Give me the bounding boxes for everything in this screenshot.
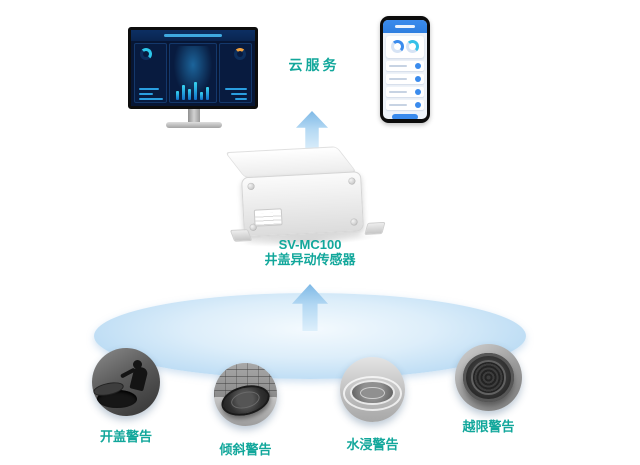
mini-bar <box>231 93 247 95</box>
open-cover-photo <box>92 348 160 416</box>
dashboard-monitor <box>128 27 260 128</box>
device-model-label: SV-MC100 <box>278 237 342 252</box>
cloud-service-label: 云服务 <box>288 57 340 73</box>
dashboard-panel-right <box>219 43 252 103</box>
water-ripple-shape <box>343 375 402 411</box>
screw-icon <box>247 182 255 191</box>
mini-bar <box>205 87 209 100</box>
cover-closeup-photo <box>455 344 522 411</box>
dashboard-title-placeholder <box>164 34 222 37</box>
dashboard-header-bar <box>131 30 255 41</box>
mini-bar <box>225 88 247 90</box>
mini-bar <box>181 85 185 100</box>
dashboard-screen <box>128 27 258 109</box>
manhole-cover-shape <box>463 352 514 403</box>
app-gauge-card <box>386 36 424 58</box>
warning-item-over-limit: 越限警告 <box>455 344 522 435</box>
mini-bar <box>139 88 159 90</box>
mini-bar <box>139 98 163 100</box>
mini-gauge <box>391 40 404 53</box>
app-header-bar <box>383 20 427 33</box>
tilt-cover-photo <box>214 363 277 426</box>
mini-bar <box>193 82 197 100</box>
mini-donut-chart <box>140 48 152 60</box>
screw-icon <box>348 177 356 185</box>
warning-label: 倾斜警告 <box>219 442 272 457</box>
flooded-cover-photo <box>340 357 405 422</box>
warning-item-water: 水浸警告 <box>340 357 405 453</box>
dashboard-panel-center <box>168 43 218 103</box>
app-list-row <box>386 87 424 97</box>
mini-bar <box>175 91 179 100</box>
app-list-row <box>386 74 424 84</box>
device-front-face <box>241 171 365 238</box>
warning-label: 水浸警告 <box>346 437 399 452</box>
app-button <box>392 114 418 119</box>
mini-bar <box>235 98 247 100</box>
device-caption: SV-MC100 井盖异动传感器 <box>225 237 395 267</box>
manhole-cover-shape <box>350 380 395 406</box>
warning-item-tilt: 倾斜警告 <box>214 363 277 458</box>
person-silhouette <box>132 359 142 369</box>
mini-bar <box>187 89 191 100</box>
warning-label: 越限警告 <box>462 419 515 434</box>
monitor-stand-base <box>166 122 222 128</box>
monitor-stand-neck <box>188 109 200 122</box>
mobile-app-screen <box>383 20 427 119</box>
app-list-row <box>386 61 424 71</box>
dashboard-panel-left <box>134 43 167 103</box>
device-name-label: 井盖异动传感器 <box>264 252 356 267</box>
mini-donut-chart <box>234 48 246 60</box>
screw-icon <box>350 218 358 226</box>
mounting-flange <box>364 221 386 236</box>
app-list-row <box>386 100 424 110</box>
warning-label: 开盖警告 <box>99 429 152 444</box>
warning-item-open-cover: 开盖警告 <box>92 348 160 445</box>
device-label-sticker <box>253 208 283 227</box>
dashboard-charts <box>134 43 252 103</box>
mini-bar <box>199 92 203 100</box>
mini-bar <box>139 93 153 95</box>
mini-gauge <box>406 40 419 53</box>
mobile-app-phone <box>380 16 430 123</box>
arrow-up-icon <box>296 111 328 151</box>
sensor-device <box>224 145 386 250</box>
